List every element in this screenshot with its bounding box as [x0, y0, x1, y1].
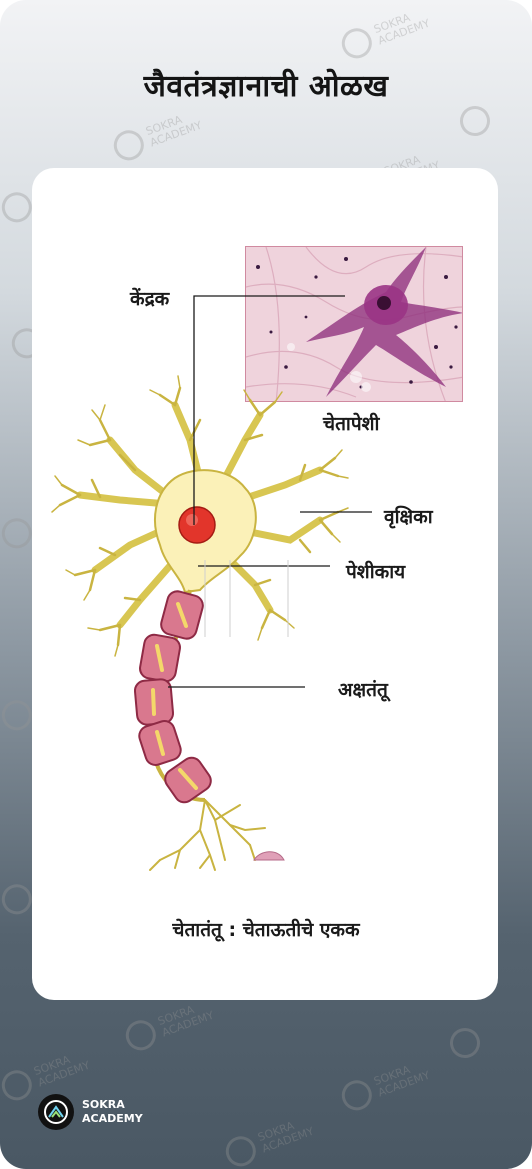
synaptic-terminal — [253, 851, 285, 861]
brand-line2: ACADEMY — [82, 1112, 143, 1125]
diagram-caption: चेतातंतू : चेताऊतीचे एकक — [172, 919, 360, 941]
nucleus-highlight — [186, 514, 198, 526]
brand-line1: SOKRA — [82, 1098, 125, 1111]
brand-mark-icon — [44, 1100, 68, 1124]
axon — [133, 589, 212, 804]
leader-lines — [168, 295, 372, 688]
nerve-cell-micrograph — [245, 246, 463, 402]
label-cell-body: पेशीकाय — [346, 561, 406, 583]
axon-terminals — [149, 799, 266, 871]
brand: SOKRA ACADEMY — [38, 1094, 143, 1130]
micrograph-image — [246, 247, 462, 401]
brand-name: SOKRA ACADEMY — [82, 1098, 143, 1126]
nucleus — [178, 506, 216, 544]
label-dendrite: वृक्षिका — [384, 506, 433, 528]
guide-lines — [204, 560, 289, 637]
label-nucleus: केंद्रक — [130, 288, 170, 310]
brand-logo-icon — [38, 1094, 74, 1130]
page-title: जैवतंत्रज्ञानाची ओळख — [143, 69, 389, 104]
label-axon: अक्षतंतू — [338, 679, 388, 701]
label-nerve-cell: चेतापेशी — [323, 413, 380, 435]
